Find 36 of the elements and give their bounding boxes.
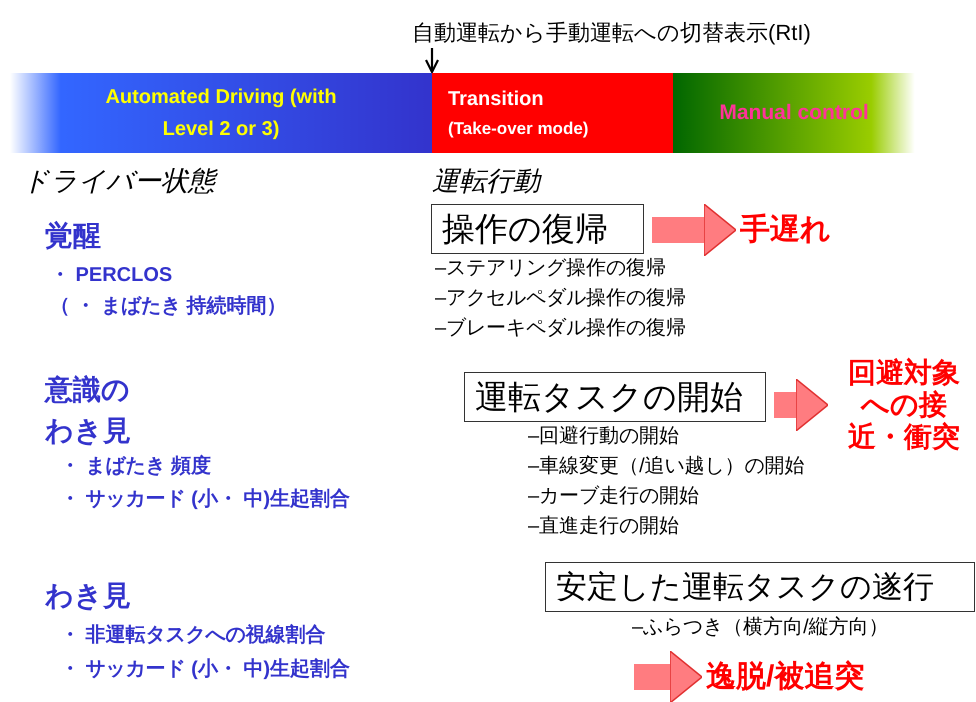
indicator-label: 自動運転から手動運転への切替表示(RtI) bbox=[412, 20, 811, 46]
phase-band bbox=[432, 73, 673, 153]
phase-band bbox=[673, 73, 915, 153]
sub-item-text: –アクセルペダル操作の復帰 bbox=[435, 287, 686, 310]
metric-text: （ ・ まばたき 持続時間） bbox=[50, 295, 287, 318]
metric-text: ・ サッカード (小・ 中)生起割合 bbox=[60, 488, 350, 511]
phase-band bbox=[10, 73, 432, 153]
state-heading: 意識のわき見 bbox=[45, 373, 132, 448]
sub-item-text: –ステアリング操作の復帰 bbox=[435, 257, 666, 280]
arrow bbox=[424, 48, 440, 74]
block-arrow bbox=[652, 203, 737, 257]
band-text: Transition bbox=[448, 87, 544, 112]
metric-text: ・ まばたき 頻度 bbox=[60, 455, 212, 478]
band-text: Automated Driving (with Level 2 or 3) bbox=[104, 85, 338, 142]
column-heading: 運転行動 bbox=[432, 166, 540, 198]
metric-text: ・ サッカード (小・ 中)生起割合 bbox=[60, 658, 350, 681]
block-arrow bbox=[634, 650, 703, 702]
behavior-box: 安定した運転タスクの遂行 bbox=[545, 562, 975, 612]
sub-item-text: –回避行動の開始 bbox=[528, 425, 680, 448]
behavior-box: 運転タスクの開始 bbox=[464, 372, 766, 422]
sub-item-text: –カーブ走行の開始 bbox=[528, 485, 700, 508]
band-text: (Take-over mode) bbox=[448, 118, 588, 140]
behavior-box: 操作の復帰 bbox=[431, 204, 644, 254]
sub-item-text: –車線変更（/追い越し）の開始 bbox=[528, 455, 805, 478]
block-arrow bbox=[774, 378, 829, 432]
band-text: Manual control bbox=[718, 100, 870, 126]
outcome-label: 回避対象への接近・衝突 bbox=[846, 356, 961, 454]
metric-text: ・ 非運転タスクへの視線割合 bbox=[60, 624, 326, 647]
outcome-label: 手遅れ bbox=[740, 212, 831, 248]
state-heading: 覚醒 bbox=[45, 220, 101, 252]
outcome-label: 逸脱/被追突 bbox=[706, 660, 864, 694]
metric-text: ・ PERCLOS bbox=[50, 264, 172, 287]
sub-item-text: –ふらつき（横方向/縦方向） bbox=[632, 616, 889, 639]
sub-item-text: –直進走行の開始 bbox=[528, 515, 680, 538]
state-heading: わき見 bbox=[45, 580, 131, 612]
sub-item-text: –ブレーキペダル操作の復帰 bbox=[435, 317, 686, 340]
